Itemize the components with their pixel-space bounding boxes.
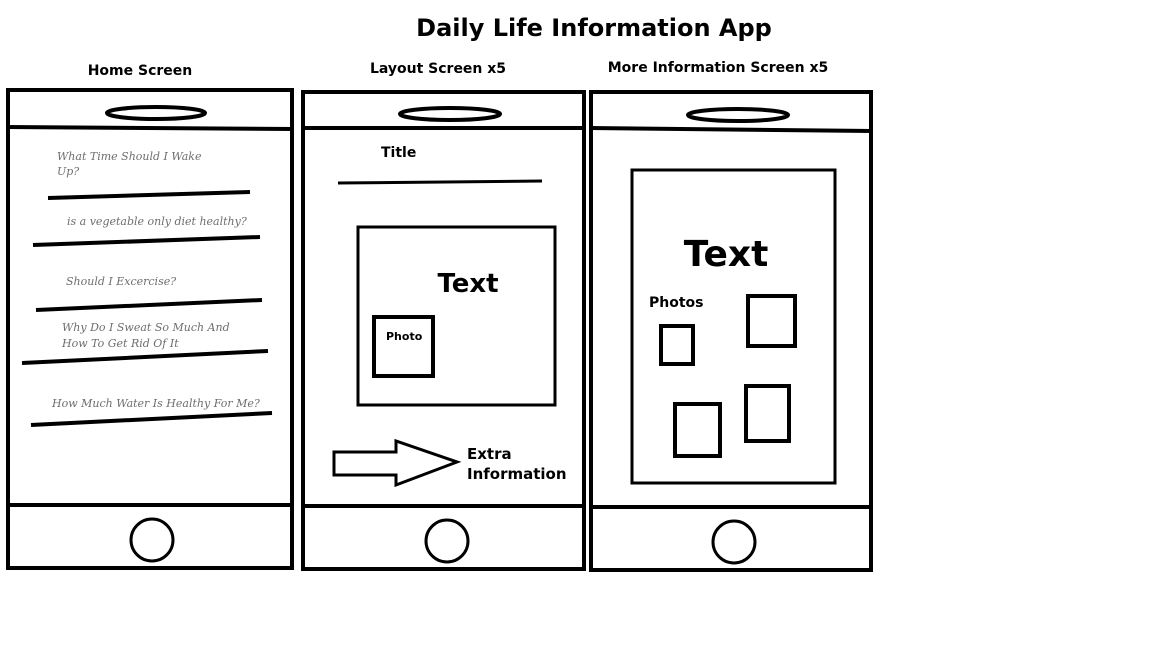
arrow-right-icon[interactable] bbox=[332, 438, 462, 488]
home-top-divider bbox=[5, 125, 295, 131]
extra-information-line-2[interactable]: Information bbox=[467, 465, 567, 483]
layout-button-icon bbox=[424, 518, 470, 564]
home-item-2[interactable]: is a vegetable only diet healthy? bbox=[67, 215, 247, 228]
home-item-5[interactable]: How Much Water Is Healthy For Me? bbox=[51, 397, 260, 410]
layout-title-underline bbox=[337, 179, 543, 185]
home-screen: Home Screen What Time Should I Wake Up? … bbox=[5, 63, 295, 570]
more-info-photo-1 bbox=[659, 324, 695, 366]
more-info-photo-4 bbox=[744, 384, 791, 443]
home-item-4-line-2[interactable]: How To Get Rid Of It bbox=[61, 337, 179, 350]
home-item-3[interactable]: Should I Excercise? bbox=[66, 275, 176, 288]
layout-phone-frame bbox=[301, 90, 586, 571]
layout-screen: Layout Screen x5 Title Text Photo Extra … bbox=[301, 61, 586, 571]
layout-speaker-icon bbox=[398, 106, 502, 122]
home-screen-label: Home Screen bbox=[88, 63, 193, 79]
layout-title-label: Title bbox=[381, 145, 416, 161]
layout-content-box bbox=[356, 225, 557, 407]
home-item-1-line-2[interactable]: Up? bbox=[57, 165, 79, 178]
more-info-screen: More Information Screen x5 Text Photos bbox=[588, 60, 874, 572]
layout-photo-box bbox=[372, 315, 435, 378]
more-info-photos-label: Photos bbox=[649, 295, 704, 311]
home-item-3-underline bbox=[35, 298, 263, 312]
home-item-5-underline bbox=[30, 411, 273, 427]
more-info-content-box bbox=[630, 168, 837, 485]
layout-screen-label: Layout Screen x5 bbox=[370, 61, 506, 77]
home-phone-frame bbox=[6, 88, 294, 570]
layout-text-label: Text bbox=[437, 269, 498, 299]
more-info-screen-label: More Information Screen x5 bbox=[608, 60, 829, 76]
layout-photo-label: Photo bbox=[386, 330, 423, 343]
home-speaker-icon bbox=[105, 105, 207, 121]
more-info-speaker-icon bbox=[686, 107, 790, 123]
home-item-4-underline bbox=[21, 349, 269, 365]
home-item-4-line-1[interactable]: Why Do I Sweat So Much And bbox=[62, 321, 230, 334]
home-item-1-underline bbox=[47, 190, 251, 200]
home-item-1-line-1[interactable]: What Time Should I Wake bbox=[57, 150, 202, 163]
more-info-photo-3 bbox=[673, 402, 722, 458]
more-info-top-divider bbox=[588, 126, 874, 133]
extra-information-line-1[interactable]: Extra bbox=[467, 445, 512, 463]
home-button-icon bbox=[129, 517, 175, 563]
more-info-photo-2 bbox=[746, 294, 797, 348]
more-info-phone-frame bbox=[589, 90, 873, 572]
diagram-title: Daily Life Information App bbox=[416, 14, 772, 42]
more-info-text-label: Text bbox=[684, 234, 769, 275]
home-item-2-underline bbox=[32, 235, 261, 247]
more-info-button-icon bbox=[711, 519, 757, 565]
